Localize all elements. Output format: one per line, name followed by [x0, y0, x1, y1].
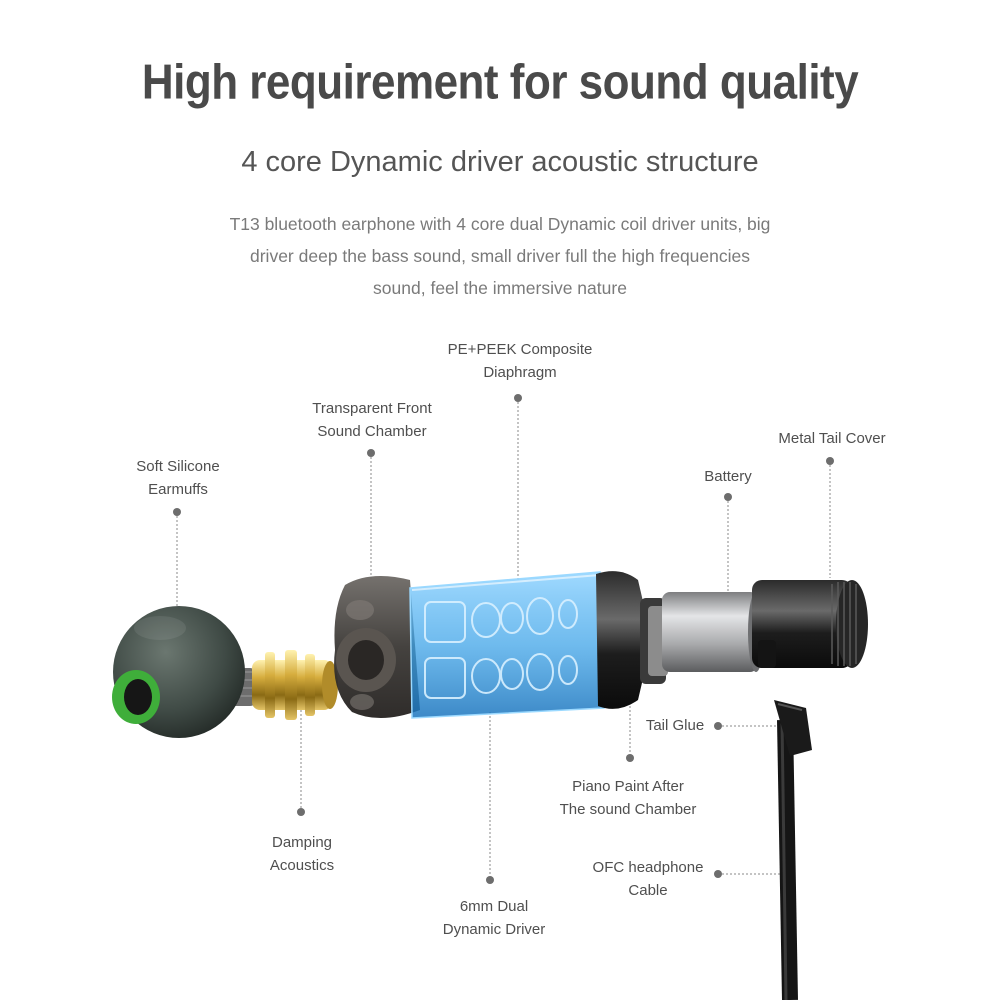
callout-front-chamber-line-1: Transparent Front [312, 400, 432, 417]
battery [662, 592, 764, 672]
callout-earmuffs: Soft Silicone Earmuffs [108, 455, 248, 501]
callout-damping-line-1: Damping [271, 834, 333, 851]
callout-earmuffs-line-2: Earmuffs [148, 481, 208, 498]
description-line-3: sound, feel the immersive nature [373, 278, 627, 298]
description-line-2: driver deep the bass sound, small driver… [250, 246, 750, 266]
headline: High requirement for sound quality [141, 55, 859, 110]
description: T13 bluetooth earphone with 4 core dual … [150, 208, 850, 304]
callout-tail-glue-line-1: Tail Glue [645, 717, 705, 734]
subheadline: 4 core Dynamic driver acoustic structure [241, 146, 759, 178]
callout-damping: Damping Acoustics [242, 831, 362, 877]
description-line-1: T13 bluetooth earphone with 4 core dual … [229, 214, 771, 234]
ofc-cable [774, 700, 812, 1000]
damping-nozzle [252, 650, 338, 720]
callout-front-chamber: Transparent Front Sound Chamber [292, 397, 452, 443]
callout-tail-cover-line-1: Metal Tail Cover [778, 430, 886, 447]
metal-tail-cover [752, 580, 868, 668]
callout-damping-line-2: Acoustics [269, 857, 335, 874]
callout-ofc-cable: OFC headphone Cable [578, 856, 718, 902]
callout-battery: Battery [678, 465, 778, 488]
callout-dual-driver-line-2: Dynamic Driver [442, 921, 546, 938]
callout-diaphragm-line-1: PE+PEEK Composite [447, 341, 593, 358]
callout-tail-cover: Metal Tail Cover [762, 427, 902, 450]
callout-diaphragm-line-2: Diaphragm [483, 364, 557, 381]
rear-sound-chamber [596, 571, 668, 709]
callout-battery-line-1: Battery [704, 468, 752, 485]
leader-lines [176, 398, 831, 880]
callout-diaphragm: PE+PEEK Composite Diaphragm [420, 338, 620, 384]
callout-tail-glue: Tail Glue [630, 714, 720, 737]
callout-dual-driver: 6mm Dual Dynamic Driver [424, 895, 564, 941]
callout-dual-driver-line-1: 6mm Dual [459, 898, 529, 915]
front-sound-chamber [334, 576, 420, 719]
callout-piano-paint-line-1: Piano Paint After [572, 778, 684, 795]
callout-front-chamber-line-2: Sound Chamber [317, 423, 427, 440]
callout-earmuffs-line-1: Soft Silicone [136, 458, 220, 475]
silicone-earmuff [112, 606, 256, 738]
callout-ofc-cable-line-1: OFC headphone [592, 859, 704, 876]
callout-piano-paint: Piano Paint After The sound Chamber [548, 775, 708, 821]
blue-driver-chamber [409, 571, 605, 719]
callout-piano-paint-line-2: The sound Chamber [559, 801, 697, 818]
leader-dots [173, 394, 834, 884]
callout-ofc-cable-line-2: Cable [628, 882, 668, 899]
